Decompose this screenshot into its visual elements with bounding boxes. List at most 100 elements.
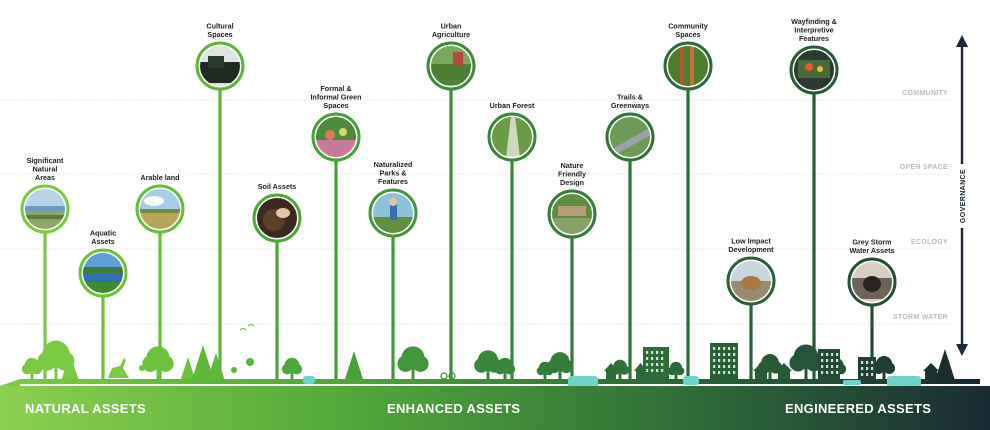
band-label-community: COMMUNITY [902, 90, 948, 97]
lid-photo [730, 260, 772, 302]
asset-ring [726, 256, 776, 306]
asset-label: Areas [35, 173, 55, 182]
asset-label: Greenways [611, 101, 649, 110]
culvert-photo [851, 261, 893, 303]
asset-ring [135, 184, 185, 234]
asset-ring-inner [666, 44, 710, 88]
asset-ring [663, 41, 713, 91]
asset-ring [487, 112, 537, 162]
asset-label: Water Assets [849, 246, 894, 255]
wayfinding-photo [793, 49, 835, 91]
tree-icon [667, 361, 685, 379]
ground-band [0, 376, 980, 388]
bird-icon [239, 323, 255, 331]
asset-ring [547, 189, 597, 239]
asset-ring-inner [198, 44, 242, 88]
arrow-down-icon [956, 344, 968, 356]
design-photo [551, 193, 593, 235]
asset-label: Design [560, 178, 584, 187]
deer-icon [108, 358, 129, 378]
asset-label: Urban Forest [490, 101, 535, 110]
asset-ring [78, 248, 128, 298]
asset-label: Grey Storm [852, 237, 891, 246]
asset-label: Features [799, 34, 829, 43]
house-icon [923, 363, 939, 379]
band-label-ecology: ECOLOGY [911, 239, 948, 246]
asset-label: Formal & [320, 84, 351, 93]
water-pocket [303, 376, 315, 384]
community-photo [667, 45, 709, 87]
asset-label: Natural [33, 164, 58, 173]
asset-arable-land: Arable land [135, 173, 185, 380]
building-icon [710, 343, 738, 379]
asset-label: Cultural [206, 21, 233, 30]
water-pocket [887, 376, 921, 388]
asset-ring [426, 41, 476, 91]
governance-arrow: GOVERNANCE [955, 35, 969, 356]
tree-icon [536, 361, 554, 379]
band-label-open-space: OPEN SPACE [900, 164, 948, 171]
asset-label: Low Impact [731, 236, 771, 245]
building-icon [858, 357, 876, 379]
asset-soil-assets: Soil Assets [252, 182, 302, 380]
tree-icon [37, 340, 75, 379]
section-bar: NATURAL ASSETS ENHANCED ASSETS ENGINEERE… [0, 386, 990, 430]
skyline-silhouettes [21, 323, 955, 380]
tree-icon [21, 357, 43, 379]
agriculture-photo [430, 45, 472, 87]
tree-icon [872, 355, 896, 379]
cultural-photo [199, 45, 241, 87]
park-photo [372, 192, 414, 234]
asset-label: Significant [27, 156, 64, 165]
flower-icon [231, 367, 237, 373]
asset-ring-inner [23, 187, 67, 231]
asset-label: Soil Assets [258, 182, 296, 191]
field-photo [139, 188, 181, 230]
asset-ring [368, 188, 418, 238]
asset-label: Arable land [140, 173, 179, 182]
soil-photo [256, 197, 298, 239]
asset-label: Friendly [558, 169, 586, 178]
asset-ring [605, 112, 655, 162]
asset-ring-inner [81, 251, 125, 295]
asset-ring-inner [371, 191, 415, 235]
asset-ring-inner [490, 115, 534, 159]
asset-label: Spaces [675, 30, 700, 39]
house-icon [604, 363, 618, 379]
garden-photo [315, 116, 357, 158]
asset-markers: SignificantNaturalAreasAquaticAssetsArab… [20, 17, 897, 380]
asset-ring-inner [429, 44, 473, 88]
building-icon [643, 347, 669, 379]
asset-label: Informal Green [310, 92, 361, 101]
asset-ring [252, 193, 302, 243]
tree-icon [758, 354, 782, 379]
asset-label: Spaces [207, 30, 232, 39]
building-icon [818, 349, 840, 379]
water-pocket [843, 380, 861, 385]
asset-ring-inner [314, 115, 358, 159]
pine-tree-icon [345, 351, 363, 379]
pine-tree-icon [207, 353, 225, 379]
asset-label: Features [378, 177, 408, 186]
asset-trails-greenways: Trails &Greenways [605, 92, 655, 380]
asset-ring-inner [792, 48, 836, 92]
section-label-natural: NATURAL ASSETS [25, 401, 146, 416]
section-label-engineered: ENGINEERED ASSETS [785, 401, 931, 416]
asset-ring-inner [255, 196, 299, 240]
flower-icon [139, 365, 145, 371]
asset-ring [847, 257, 897, 307]
bicycle-icon [440, 372, 448, 380]
asset-label: Agriculture [432, 30, 470, 39]
pine-tree-icon [180, 357, 196, 379]
flower-icon [246, 358, 254, 366]
asset-ring [311, 112, 361, 162]
asset-label: Urban [441, 21, 462, 30]
